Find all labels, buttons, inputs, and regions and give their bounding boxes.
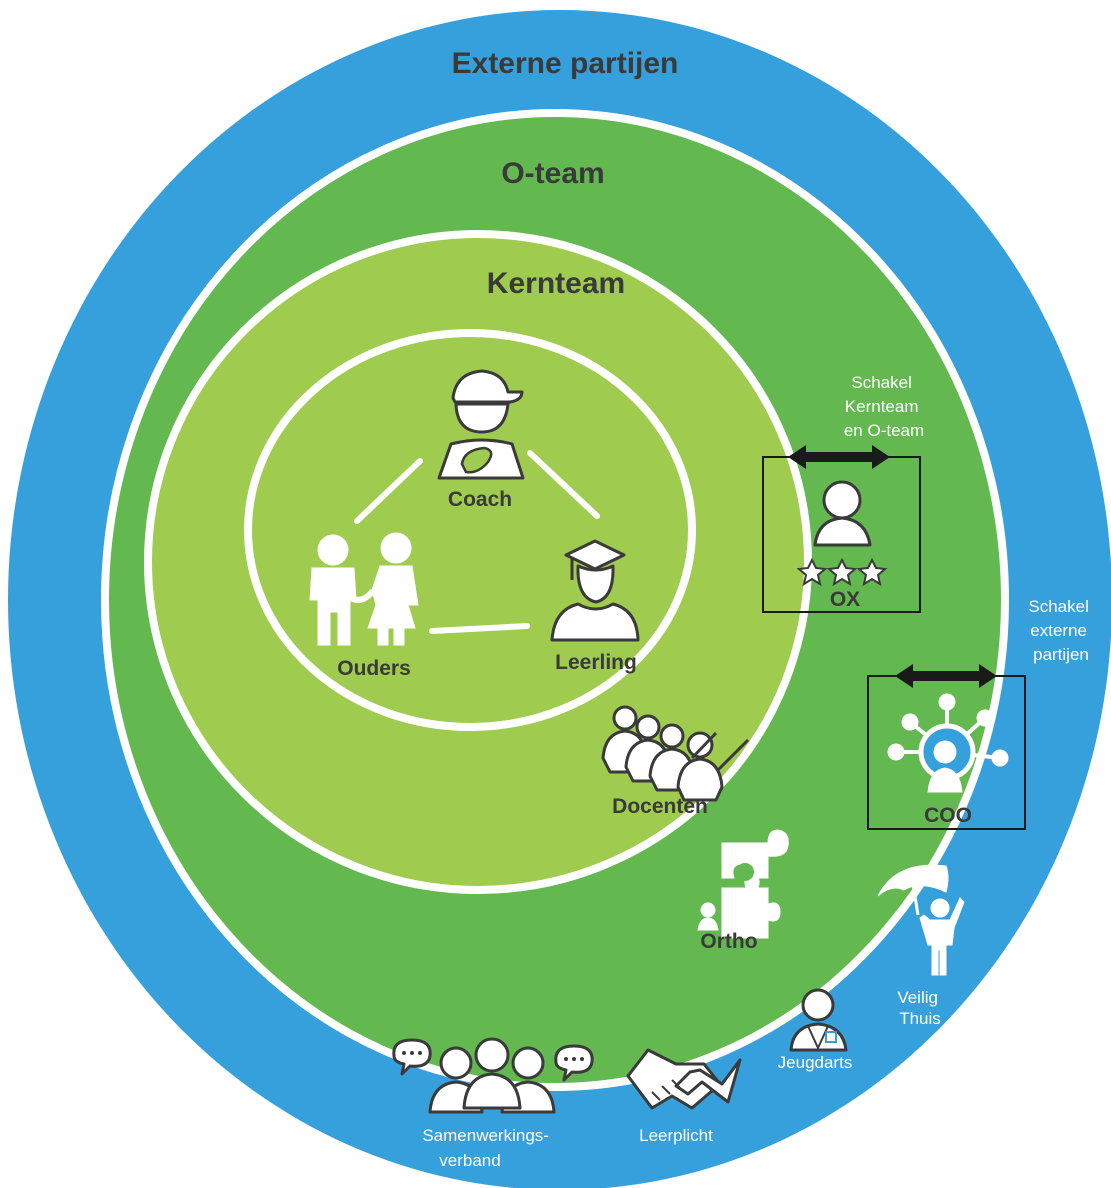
network-person-icon	[887, 693, 1009, 793]
leerplicht-label: Leerplicht	[639, 1126, 713, 1145]
coach-cap-icon	[437, 369, 525, 480]
jeugdarts-label: Jeugdarts	[778, 1053, 853, 1072]
umbrella-person-icon	[877, 864, 965, 976]
group-chat-icon	[392, 1037, 594, 1114]
ortho-label: Ortho	[700, 930, 757, 953]
jeugdarts-node: Jeugdarts	[778, 988, 853, 1072]
ouders-label: Ouders	[337, 657, 411, 680]
person-stars-icon	[796, 480, 888, 587]
ox-node: Schakel Kernteam en O-team OX	[762, 373, 924, 613]
leerling-label: Leerling	[555, 651, 637, 674]
coo-note: Schakel externe partijen	[1028, 597, 1093, 664]
inner-ring-label: Kernteam	[487, 267, 625, 300]
docenten-node: Docenten	[601, 705, 750, 818]
leerling-node: Leerling	[550, 539, 640, 674]
graduate-icon	[550, 539, 640, 642]
veilig-thuis-node: Veilig Thuis	[877, 864, 965, 1028]
ox-note: Schakel Kernteam en O-team	[844, 373, 924, 440]
coo-label: COO	[924, 804, 972, 827]
docenten-label: Docenten	[612, 795, 708, 818]
ouders-node: Ouders	[309, 532, 419, 680]
core-connectors	[354, 450, 600, 634]
handshake-icon	[626, 1048, 742, 1110]
leerplicht-node: Leerplicht	[626, 1048, 742, 1145]
coach-node: Coach	[437, 369, 525, 511]
middle-ring-label: O-team	[501, 157, 604, 190]
ortho-node: Ortho	[697, 829, 789, 953]
samenwerkingsverband-label: Samenwerkings- verband	[422, 1126, 553, 1170]
doctor-icon	[789, 988, 848, 1052]
double-arrow-icon	[895, 664, 997, 688]
teachers-group-icon	[601, 705, 750, 802]
ox-label: OX	[830, 588, 860, 611]
puzzle-person-icon	[697, 829, 789, 939]
coach-label: Coach	[448, 488, 512, 511]
veilig-thuis-label: Veilig Thuis	[897, 988, 942, 1028]
coo-node: Schakel externe partijen COO	[867, 597, 1093, 830]
samenwerkingsverband-node: Samenwerkings- verband	[392, 1037, 594, 1170]
double-arrow-icon	[788, 445, 890, 469]
outer-ring-label: Externe partijen	[452, 47, 679, 80]
parents-icon	[309, 532, 419, 646]
